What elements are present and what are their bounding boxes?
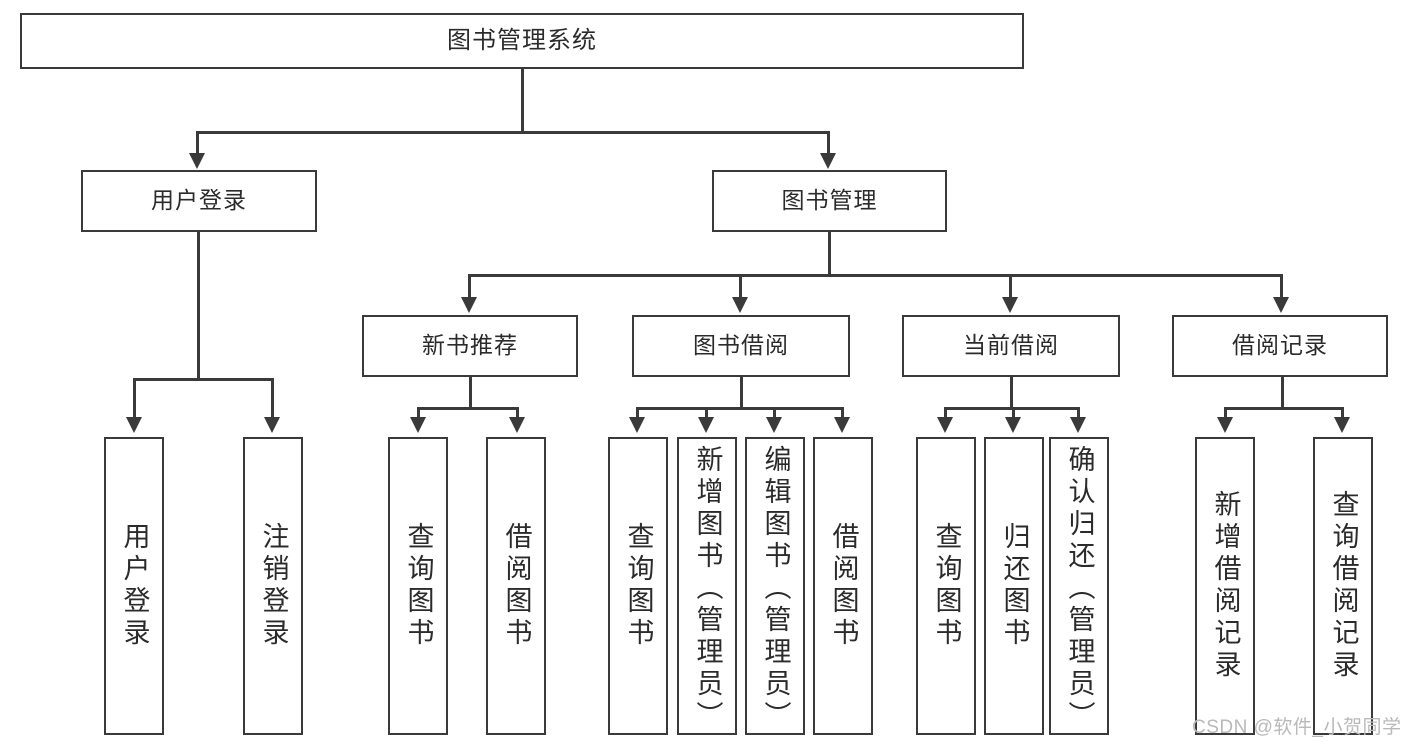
node-borrow-record-label: 借阅记录	[1232, 332, 1328, 359]
arrow-to-leaf-borrow-book	[834, 417, 850, 433]
leaf-edit-book-admin[interactable]: 编辑图书（管理员）	[745, 437, 805, 735]
connector-user-login-drop-1	[133, 378, 136, 419]
node-borrow-record[interactable]: 借阅记录	[1172, 315, 1388, 377]
leaf-query-borrow-record[interactable]: 查询借阅记录	[1313, 437, 1373, 735]
arrow-to-leaf-query-book-rec	[410, 417, 426, 433]
leaf-confirm-return-admin-label: 确认归还（管理员）	[1064, 445, 1095, 733]
connector-nbr-bus	[417, 407, 519, 410]
connector-bb-drop-2	[705, 407, 708, 419]
arrow-to-leaf-edit-book-admin	[766, 417, 782, 433]
leaf-add-book-admin-label: 新增图书（管理员）	[692, 445, 723, 733]
connector-nbr-stem	[469, 377, 472, 409]
connector-bm-drop-2	[739, 274, 742, 299]
connector-br-bus	[1224, 407, 1344, 410]
connector-book-manage-bus	[468, 274, 1280, 277]
arrow-to-leaf-user-login	[126, 417, 142, 433]
leaf-return-book-label: 归还图书	[999, 522, 1030, 650]
connector-user-login-drop-2	[271, 378, 274, 419]
leaf-query-book-current[interactable]: 查询图书	[916, 437, 976, 735]
leaf-query-borrow-record-label: 查询借阅记录	[1328, 490, 1359, 682]
leaf-borrow-book-label: 借阅图书	[828, 522, 859, 650]
connector-bb-bus	[636, 407, 843, 410]
node-new-book-recommend-label: 新书推荐	[422, 332, 518, 359]
node-book-borrow[interactable]: 图书借阅	[632, 315, 850, 377]
connector-cb-bus	[944, 407, 1078, 410]
connector-br-drop-1	[1224, 407, 1227, 419]
leaf-borrow-book[interactable]: 借阅图书	[813, 437, 873, 735]
arrow-to-leaf-add-borrow-record	[1217, 417, 1233, 433]
arrow-to-borrow-record	[1273, 297, 1289, 313]
leaf-user-login[interactable]: 用户登录	[104, 437, 164, 735]
connector-cb-stem	[1010, 377, 1013, 409]
connector-bm-drop-1	[468, 274, 471, 299]
leaf-query-book-borrow-label: 查询图书	[623, 522, 654, 650]
connector-bb-drop-1	[636, 407, 639, 419]
leaf-user-logout-label: 注销登录	[258, 522, 289, 650]
arrow-to-user-login	[189, 153, 205, 169]
connector-root-stem	[521, 69, 524, 133]
connector-user-login-bus	[133, 378, 273, 381]
csdn-watermark: CSDN @软件_小贺同学	[1192, 717, 1402, 738]
node-root[interactable]: 图书管理系统	[20, 13, 1024, 69]
arrow-to-new-book-recommend	[461, 297, 477, 313]
node-book-manage[interactable]: 图书管理	[712, 170, 947, 232]
connector-root-drop-right	[827, 131, 830, 155]
arrow-to-leaf-return-book	[1005, 417, 1021, 433]
connector-root-bus	[196, 131, 829, 134]
arrow-to-leaf-borrow-book-rec	[509, 417, 525, 433]
connector-bm-drop-3	[1009, 274, 1012, 299]
arrow-to-leaf-query-borrow-record	[1334, 417, 1350, 433]
leaf-query-book-rec-label: 查询图书	[403, 522, 434, 650]
arrow-to-leaf-query-book-current	[937, 417, 953, 433]
arrow-to-current-borrow	[1002, 297, 1018, 313]
connector-cb-drop-2	[1012, 407, 1015, 419]
leaf-borrow-book-rec[interactable]: 借阅图书	[486, 437, 546, 735]
connector-nbr-drop-2	[516, 407, 519, 419]
connector-cb-drop-3	[1077, 407, 1080, 419]
arrow-to-book-manage	[820, 153, 836, 169]
node-book-borrow-label: 图书借阅	[693, 332, 789, 359]
leaf-user-logout[interactable]: 注销登录	[243, 437, 303, 735]
connector-bb-drop-3	[773, 407, 776, 419]
node-current-borrow-label: 当前借阅	[963, 332, 1059, 359]
connector-bb-stem	[740, 377, 743, 409]
leaf-add-borrow-record-label: 新增借阅记录	[1210, 490, 1241, 682]
connector-root-drop-left	[196, 131, 199, 155]
leaf-query-book-borrow[interactable]: 查询图书	[608, 437, 668, 735]
leaf-add-book-admin[interactable]: 新增图书（管理员）	[677, 437, 737, 735]
leaf-query-book-rec[interactable]: 查询图书	[388, 437, 448, 735]
node-user-login[interactable]: 用户登录	[81, 170, 317, 232]
connector-nbr-drop-1	[417, 407, 420, 419]
leaf-confirm-return-admin[interactable]: 确认归还（管理员）	[1049, 437, 1109, 735]
connector-bb-drop-4	[841, 407, 844, 419]
connector-user-login-stem	[197, 232, 200, 380]
node-root-label: 图书管理系统	[447, 26, 597, 54]
arrow-to-book-borrow	[732, 297, 748, 313]
arrow-to-leaf-user-logout	[264, 417, 280, 433]
node-book-manage-label: 图书管理	[781, 187, 878, 214]
arrow-to-leaf-query-book-borrow	[629, 417, 645, 433]
leaf-add-borrow-record[interactable]: 新增借阅记录	[1195, 437, 1255, 735]
node-new-book-recommend[interactable]: 新书推荐	[362, 315, 578, 377]
connector-cb-drop-1	[944, 407, 947, 419]
node-user-login-label: 用户登录	[151, 187, 247, 214]
leaf-borrow-book-rec-label: 借阅图书	[501, 522, 532, 650]
arrow-to-leaf-add-book-admin	[698, 417, 714, 433]
node-current-borrow[interactable]: 当前借阅	[902, 315, 1120, 377]
connector-br-drop-2	[1341, 407, 1344, 419]
arrow-to-leaf-confirm-return-admin	[1070, 417, 1086, 433]
leaf-return-book[interactable]: 归还图书	[984, 437, 1044, 735]
leaf-edit-book-admin-label: 编辑图书（管理员）	[760, 445, 791, 733]
connector-bm-drop-4	[1280, 274, 1283, 299]
leaf-user-login-label: 用户登录	[119, 522, 150, 650]
connector-book-manage-stem	[828, 232, 831, 276]
leaf-query-book-current-label: 查询图书	[931, 522, 962, 650]
connector-br-stem	[1281, 377, 1284, 409]
